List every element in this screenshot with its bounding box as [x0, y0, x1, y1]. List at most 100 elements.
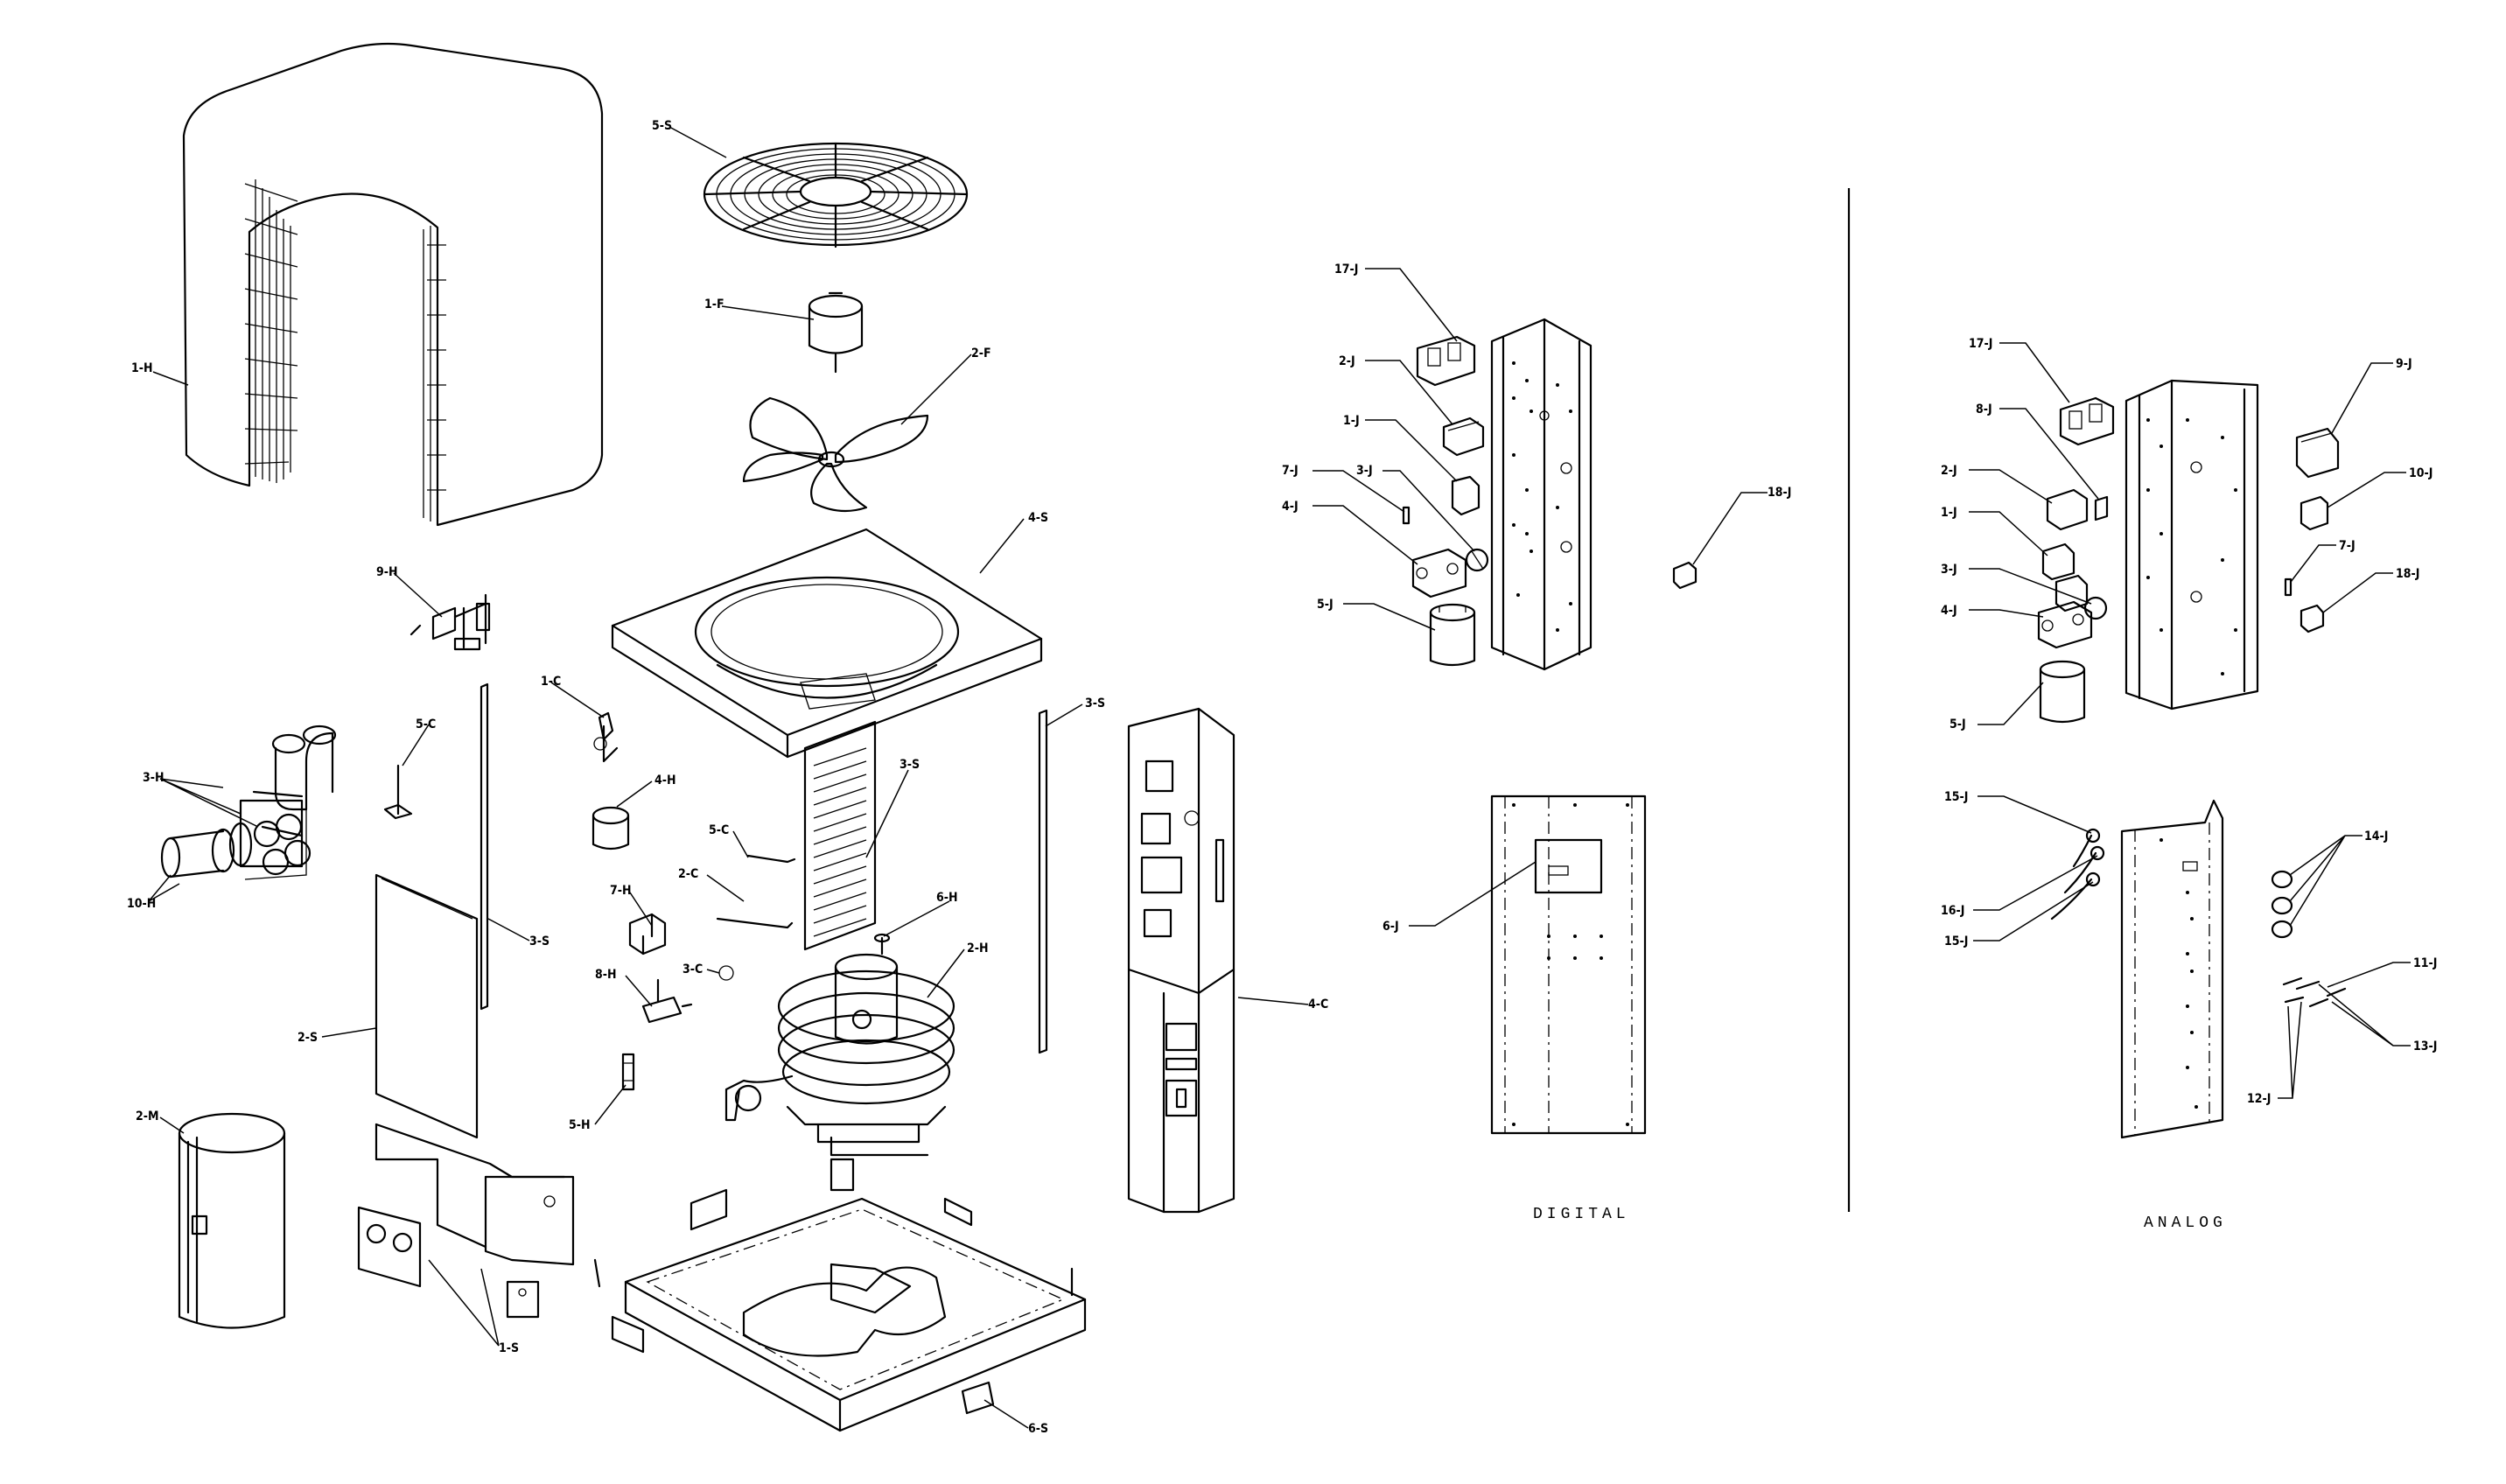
label-3S-mid: 3-S: [900, 758, 920, 772]
label-5H: 5-H: [569, 1118, 591, 1132]
louver-panel-center-part: [803, 720, 877, 951]
capacitor-5J-analog-part: [2039, 660, 2086, 724]
caption-digital: DIGITAL: [1533, 1206, 1630, 1223]
label-10J-analog: 10-J: [2409, 466, 2432, 480]
label-4J-analog: 4-J: [1941, 604, 1957, 618]
label-2H: 2-H: [967, 942, 989, 956]
control-box-part: [1127, 707, 1236, 1214]
water-connection-part: [160, 724, 337, 880]
compressor-cover-part: [178, 1112, 286, 1329]
label-3C: 3-C: [682, 962, 703, 976]
vertical-rail-right-part: [1038, 709, 1048, 1054]
contactor-4J-part: [1411, 548, 1467, 598]
label-12J: 12-J: [2247, 1092, 2271, 1106]
fan-blade-part: [742, 396, 929, 513]
label-18J-digital: 18-J: [1768, 486, 1791, 500]
label-4J-digital: 4-J: [1282, 500, 1298, 514]
thermostat-9J-part: [2295, 427, 2340, 479]
label-8J-analog: 8-J: [1976, 402, 1992, 416]
label-4H: 4-H: [654, 774, 676, 788]
label-2M: 2-M: [136, 1110, 159, 1124]
receiver-part: [592, 806, 630, 850]
transformer-analog-part: [2046, 488, 2109, 531]
label-5C-mid: 5-C: [709, 823, 729, 837]
label-2J-digital: 2-J: [1339, 354, 1355, 368]
pin-7J-part: [2284, 578, 2292, 597]
fuses-part: [2282, 976, 2347, 1008]
base-pan-part: [593, 1158, 1087, 1432]
label-3S-left: 3-S: [529, 934, 550, 948]
knobs-14J-part: [2271, 870, 2293, 939]
label-6S: 6-S: [1028, 1422, 1048, 1436]
label-1H: 1-H: [131, 361, 153, 375]
label-3J-digital: 3-J: [1356, 464, 1373, 478]
pressure-switch-part: [621, 1053, 635, 1091]
switch-10J-part: [2300, 495, 2329, 531]
label-5S: 5-S: [652, 119, 672, 133]
capacitor-5J-part: [1429, 603, 1476, 667]
label-11J: 11-J: [2413, 956, 2437, 970]
heat-exchanger-part: [724, 933, 956, 1157]
label-15J-bottom: 15-J: [1944, 934, 1968, 948]
front-panel-part: [357, 1123, 575, 1319]
relay-part: [1451, 475, 1489, 572]
label-2C: 2-C: [678, 867, 698, 881]
label-5C: 5-C: [416, 718, 436, 732]
label-2S: 2-S: [298, 1031, 318, 1045]
expansion-valve-part: [410, 593, 491, 651]
fan-grille-part: [703, 142, 969, 248]
label-10H: 10-H: [127, 897, 156, 911]
label-15J-top: 15-J: [1944, 790, 1968, 804]
vertical-rail-left-part: [480, 682, 489, 1011]
side-panel-part: [374, 873, 479, 1139]
label-5J-analog: 5-J: [1950, 718, 1966, 732]
label-1J-digital: 1-J: [1343, 414, 1360, 428]
label-4S: 4-S: [1028, 511, 1048, 525]
digital-board-panel-part: [1490, 794, 1647, 1135]
label-3S-right: 3-S: [1085, 696, 1105, 710]
label-7H: 7-H: [610, 884, 632, 898]
label-3H: 3-H: [143, 771, 164, 785]
label-1J-analog: 1-J: [1941, 506, 1957, 520]
label-13J: 13-J: [2413, 1040, 2437, 1054]
leader-lines: [148, 126, 2411, 1429]
sensor-part: [383, 764, 413, 820]
label-9H: 9-H: [376, 565, 398, 579]
terminal-pin-part: [1402, 506, 1410, 525]
label-8H: 8-H: [595, 968, 617, 982]
label-9J-analog: 9-J: [2396, 357, 2412, 371]
caption-analog: ANALOG: [2144, 1214, 2227, 1232]
cable-part: [716, 854, 796, 981]
analog-panel-part: [2120, 799, 2224, 1139]
evaporator-coil-part: [182, 42, 604, 527]
label-16J: 16-J: [1941, 904, 1964, 918]
label-7J-digital: 7-J: [1282, 464, 1298, 478]
top-panel-part: [611, 528, 1043, 759]
fan-motor-part: [808, 291, 864, 374]
filter-drier-part: [593, 711, 619, 763]
label-2J-analog: 2-J: [1941, 464, 1957, 478]
label-7J-analog: 7-J: [2339, 539, 2356, 553]
label-18J-analog: 18-J: [2396, 567, 2419, 581]
label-6H: 6-H: [936, 891, 958, 905]
contactor-17J-part: [1416, 335, 1476, 387]
part-labels: 1-H 9-H 3-H 10-H 2-M 5-C 2-S 3-S 1-S 5-S…: [127, 119, 2437, 1436]
label-6J-digital: 6-J: [1382, 920, 1399, 934]
label-1F: 1-F: [704, 298, 724, 312]
label-1C: 1-C: [541, 675, 561, 689]
analog-control-column-part: [2124, 379, 2259, 710]
label-1S: 1-S: [499, 1341, 519, 1355]
label-3J-analog: 3-J: [1941, 563, 1957, 577]
probe-cables-part: [2050, 828, 2105, 920]
service-valve-part: [641, 978, 693, 1024]
sensor-18J-part: [1672, 561, 1698, 590]
label-17J-digital: 17-J: [1334, 262, 1358, 276]
contactor-4J-analog-part: [2037, 600, 2093, 649]
digital-control-column-part: [1490, 318, 1592, 671]
label-14J: 14-J: [2364, 830, 2388, 844]
label-2F: 2-F: [971, 346, 991, 360]
label-5J-digital: 5-J: [1317, 598, 1334, 612]
label-4C: 4-C: [1308, 998, 1328, 1012]
label-17J-analog: 17-J: [1969, 337, 1992, 351]
